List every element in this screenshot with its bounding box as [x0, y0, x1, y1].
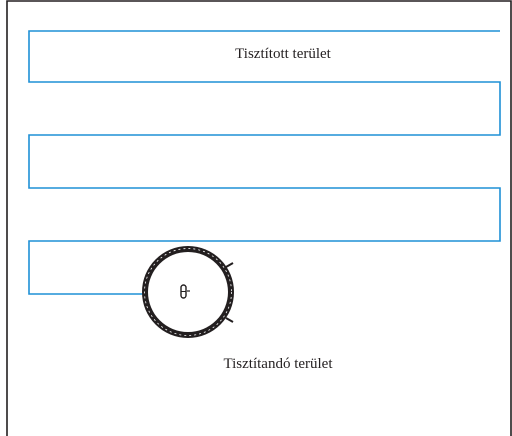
cleaned-area-label: Tisztított terület	[235, 46, 332, 62]
robot-button-icon	[180, 284, 190, 299]
area-to-clean-label: Tisztítandó terület	[223, 356, 333, 372]
cleaning-path	[28, 30, 501, 295]
robot-vacuum-icon	[142, 246, 234, 338]
room-frame	[6, 0, 512, 436]
